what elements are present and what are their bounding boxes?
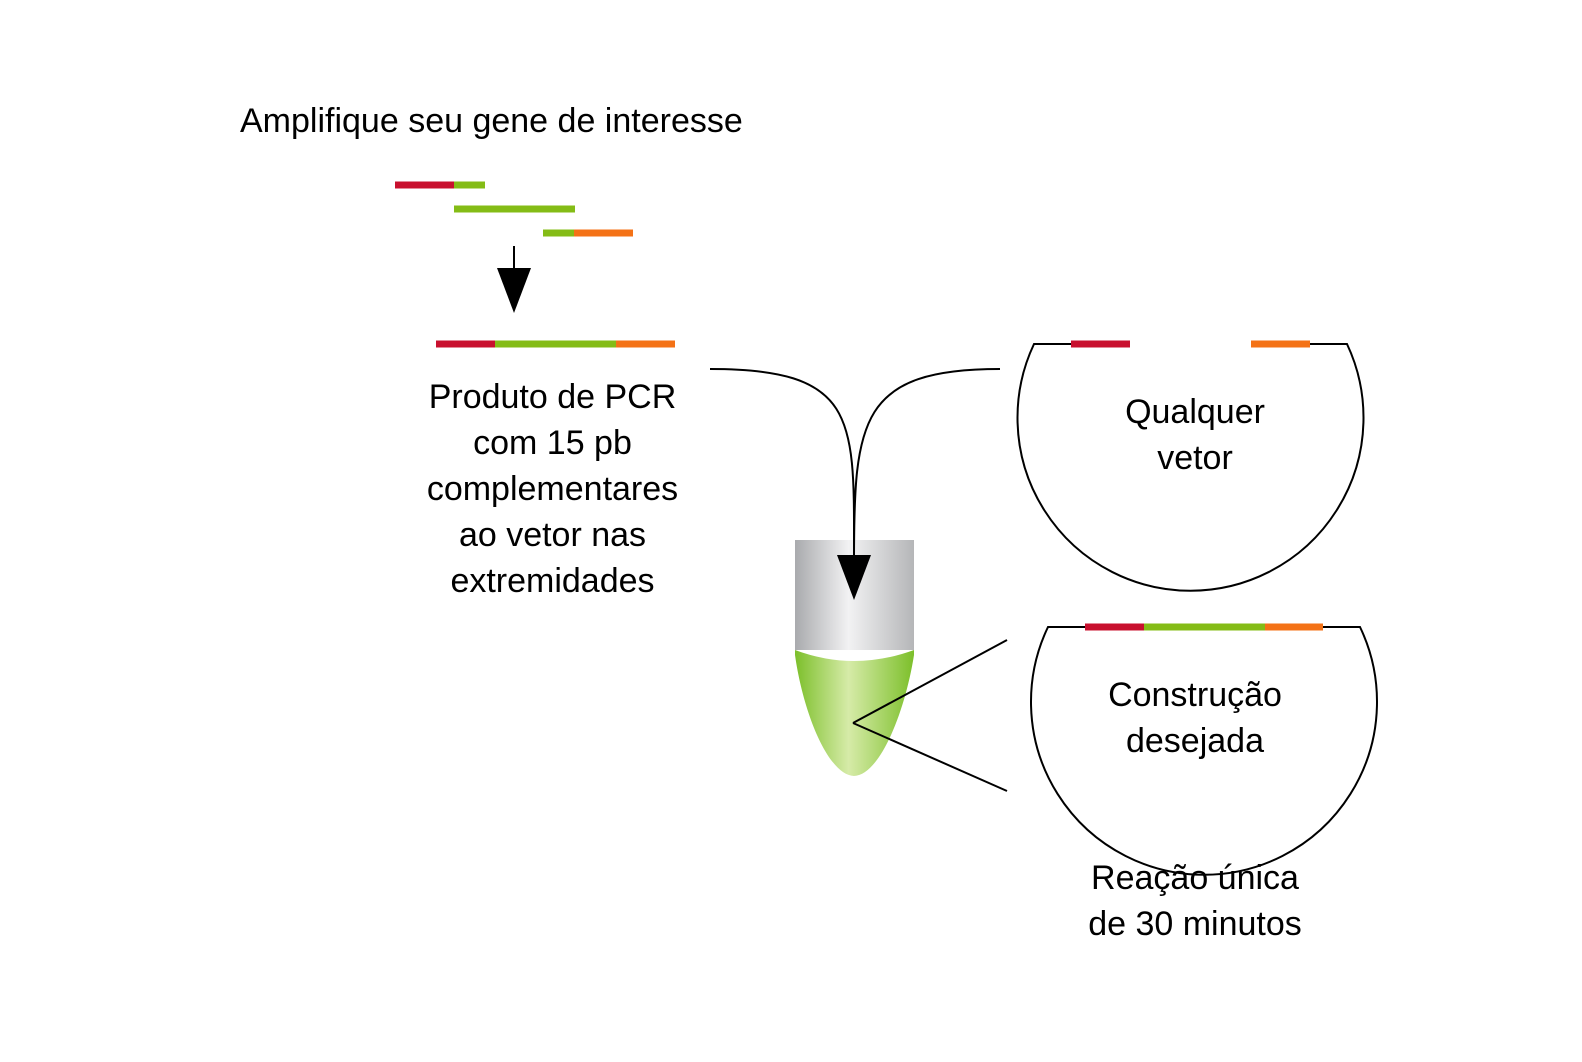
vector-label-line: Qualquer (1125, 393, 1265, 431)
tube-arrowhead-icon (837, 555, 871, 600)
curve-from-vector (853, 368, 1001, 561)
pcr-label-line: complementares (426, 470, 679, 508)
pcr-label-line: com 15 pb (473, 424, 632, 462)
zoom-lines (852, 639, 1008, 792)
pcr-product-label: Produto de PCR com 15 pb complementares … (380, 374, 725, 604)
pcr-label-line: Produto de PCR (428, 378, 677, 416)
pcr-label-line: extremidades (450, 562, 655, 600)
pcr-primers (395, 181, 633, 237)
page-title: Amplifique seu gene de interesse (240, 102, 743, 140)
vector-backbone (1016, 343, 1365, 592)
vector-label: Qualquer vetor (1060, 389, 1330, 481)
reaction-label-line: Reação única (1091, 859, 1299, 897)
vector-label-line: vetor (1157, 439, 1233, 477)
desired-construct (1030, 623, 1378, 876)
linear-vector (1016, 340, 1365, 592)
down-arrow-icon (497, 246, 531, 313)
construct-label-line: Construção (1108, 676, 1282, 714)
construct-backbone (1030, 626, 1378, 876)
tube-liquid (795, 650, 914, 776)
reaction-label: Reação única de 30 minutos (1040, 855, 1350, 947)
merge-arrows (709, 368, 1001, 561)
construct-label-line: desejada (1125, 722, 1264, 760)
reaction-label-line: de 30 minutos (1088, 905, 1302, 943)
construct-label: Construção desejada (1060, 672, 1330, 764)
curve-from-pcr (709, 368, 856, 561)
pcr-label-line: ao vetor nas (458, 516, 647, 554)
